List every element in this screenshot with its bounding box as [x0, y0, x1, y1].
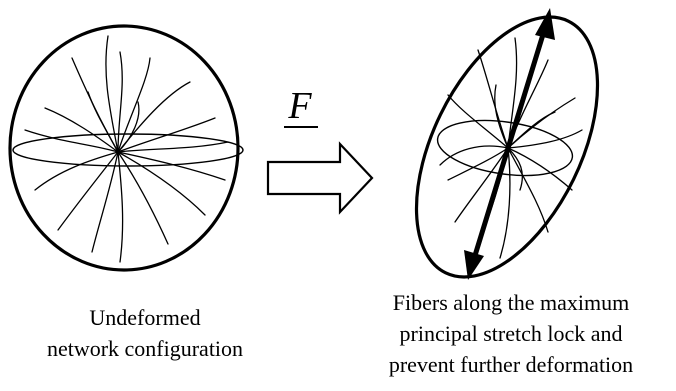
- operator-label-f: F: [287, 85, 312, 127]
- deformed-caption-line-3: prevent further deformation: [350, 349, 672, 380]
- principal-stretch-arrowhead-top: [535, 8, 555, 40]
- deformed-caption-line-1: Fibers along the maximum: [350, 287, 672, 318]
- undeformed-network: [10, 26, 243, 270]
- deformed-network: [379, 0, 635, 305]
- undeformed-caption: Undeformed network configuration: [14, 302, 276, 364]
- deformed-fibers: [440, 38, 582, 258]
- deformed-caption-line-2: principal stretch lock and: [350, 318, 672, 349]
- deformed-caption: Fibers along the maximum principal stret…: [350, 287, 672, 380]
- block-arrow-icon: [268, 144, 372, 212]
- undeformed-boundary-ellipse: [10, 26, 238, 270]
- undeformed-fibers: [25, 36, 228, 262]
- deformation-operator: F: [268, 85, 372, 212]
- undeformed-equatorial-ellipse: [13, 134, 243, 166]
- undeformed-caption-line-1: Undeformed: [14, 302, 276, 333]
- undeformed-caption-line-2: network configuration: [14, 333, 276, 364]
